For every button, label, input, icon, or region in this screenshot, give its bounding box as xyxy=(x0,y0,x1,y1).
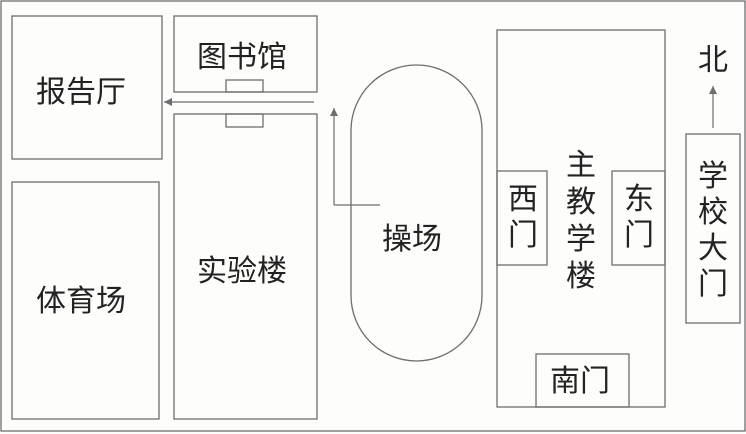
school-gate-label: 学 校 大 门 xyxy=(698,159,738,302)
main-building-char-4: 楼 xyxy=(566,259,596,294)
school-gate-char-1: 学 xyxy=(698,159,728,194)
lab-building-label: 实验楼 xyxy=(197,254,287,289)
west-gate-box xyxy=(496,170,548,266)
school-gate-char-3: 大 xyxy=(698,231,728,266)
library-door xyxy=(225,79,264,93)
south-gate-box xyxy=(535,353,630,408)
north-label: 北 xyxy=(698,43,728,78)
main-building-char-2: 教 xyxy=(566,185,596,220)
east-gate-box xyxy=(611,170,666,266)
east-gate-char-1: 东 xyxy=(624,182,654,217)
gym-box xyxy=(11,181,160,420)
west-gate-char-2: 门 xyxy=(508,218,538,253)
gym-label: 体育场 xyxy=(36,284,126,319)
main-building-label: 主 教 学 楼 xyxy=(566,148,606,294)
school-gate-box xyxy=(685,133,741,324)
library-label: 图书馆 xyxy=(197,40,287,75)
west-gate-label: 西 门 xyxy=(508,182,548,253)
main-building-char-1: 主 xyxy=(566,148,596,183)
main-building-char-3: 学 xyxy=(566,222,596,257)
report-hall-label: 报告厅 xyxy=(36,75,126,110)
playground-track xyxy=(350,64,483,362)
playground-label: 操场 xyxy=(382,222,442,257)
school-gate-char-2: 校 xyxy=(698,195,728,230)
east-gate-label: 东 门 xyxy=(624,182,664,253)
report-hall-box xyxy=(11,15,163,160)
school-gate-char-4: 门 xyxy=(698,267,728,302)
lab-building-door xyxy=(225,113,264,128)
south-gate-label: 南门 xyxy=(550,364,610,399)
east-gate-char-2: 门 xyxy=(624,218,654,253)
west-gate-char-1: 西 xyxy=(508,182,538,217)
